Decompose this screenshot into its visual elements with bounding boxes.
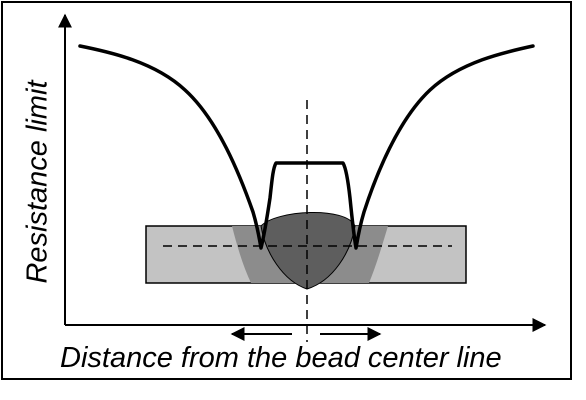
outer-border — [1, 1, 572, 380]
y-axis-label: Resistance limit — [21, 80, 54, 284]
x-axis-label: Distance from the bead center line — [60, 342, 502, 374]
resistance-limit-curve — [78, 44, 535, 250]
